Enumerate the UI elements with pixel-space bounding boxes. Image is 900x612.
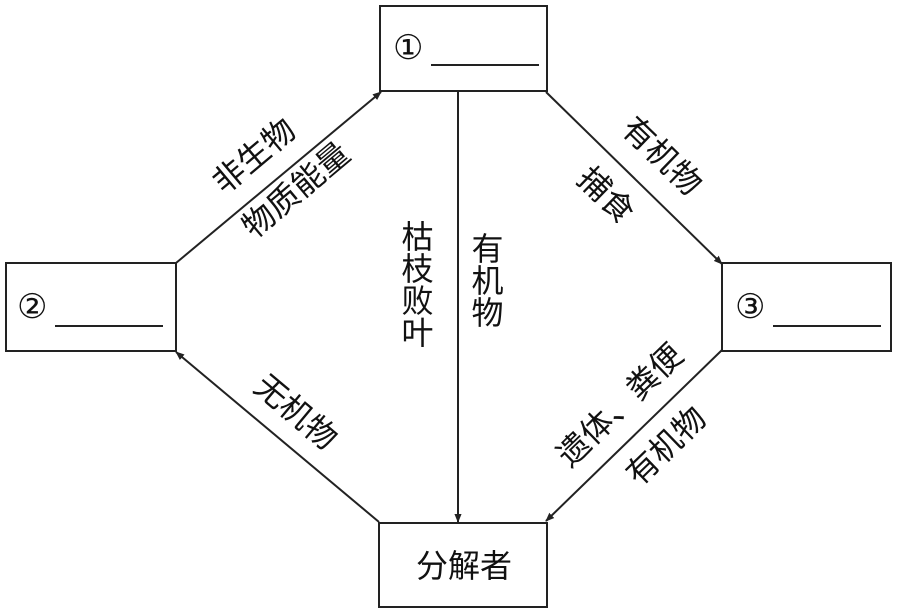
edge-node1-decomposer-label-right: 有机物 [466,232,505,328]
node3-marker: ③ [735,287,766,327]
node3-box: ③ [721,262,892,352]
node2-marker: ② [17,287,48,327]
edge-node1-decomposer-label-left: 枯枝败叶 [396,220,435,348]
arrow-decomposer-to-node2 [175,351,380,523]
decomposer-box: 分解者 [378,522,548,608]
arrow-node3-to-decomposer [545,349,723,522]
node1-marker: ① [393,28,424,68]
arrow-node2-to-node1 [175,91,382,264]
decomposer-label: 分解者 [416,547,513,585]
node2-answer-blank[interactable] [55,325,163,327]
arrow-node1-to-node3 [545,91,723,265]
node3-answer-blank[interactable] [773,325,881,327]
node2-box: ② [5,262,177,352]
node1-box: ① [379,5,548,92]
node1-answer-blank[interactable] [431,64,539,66]
